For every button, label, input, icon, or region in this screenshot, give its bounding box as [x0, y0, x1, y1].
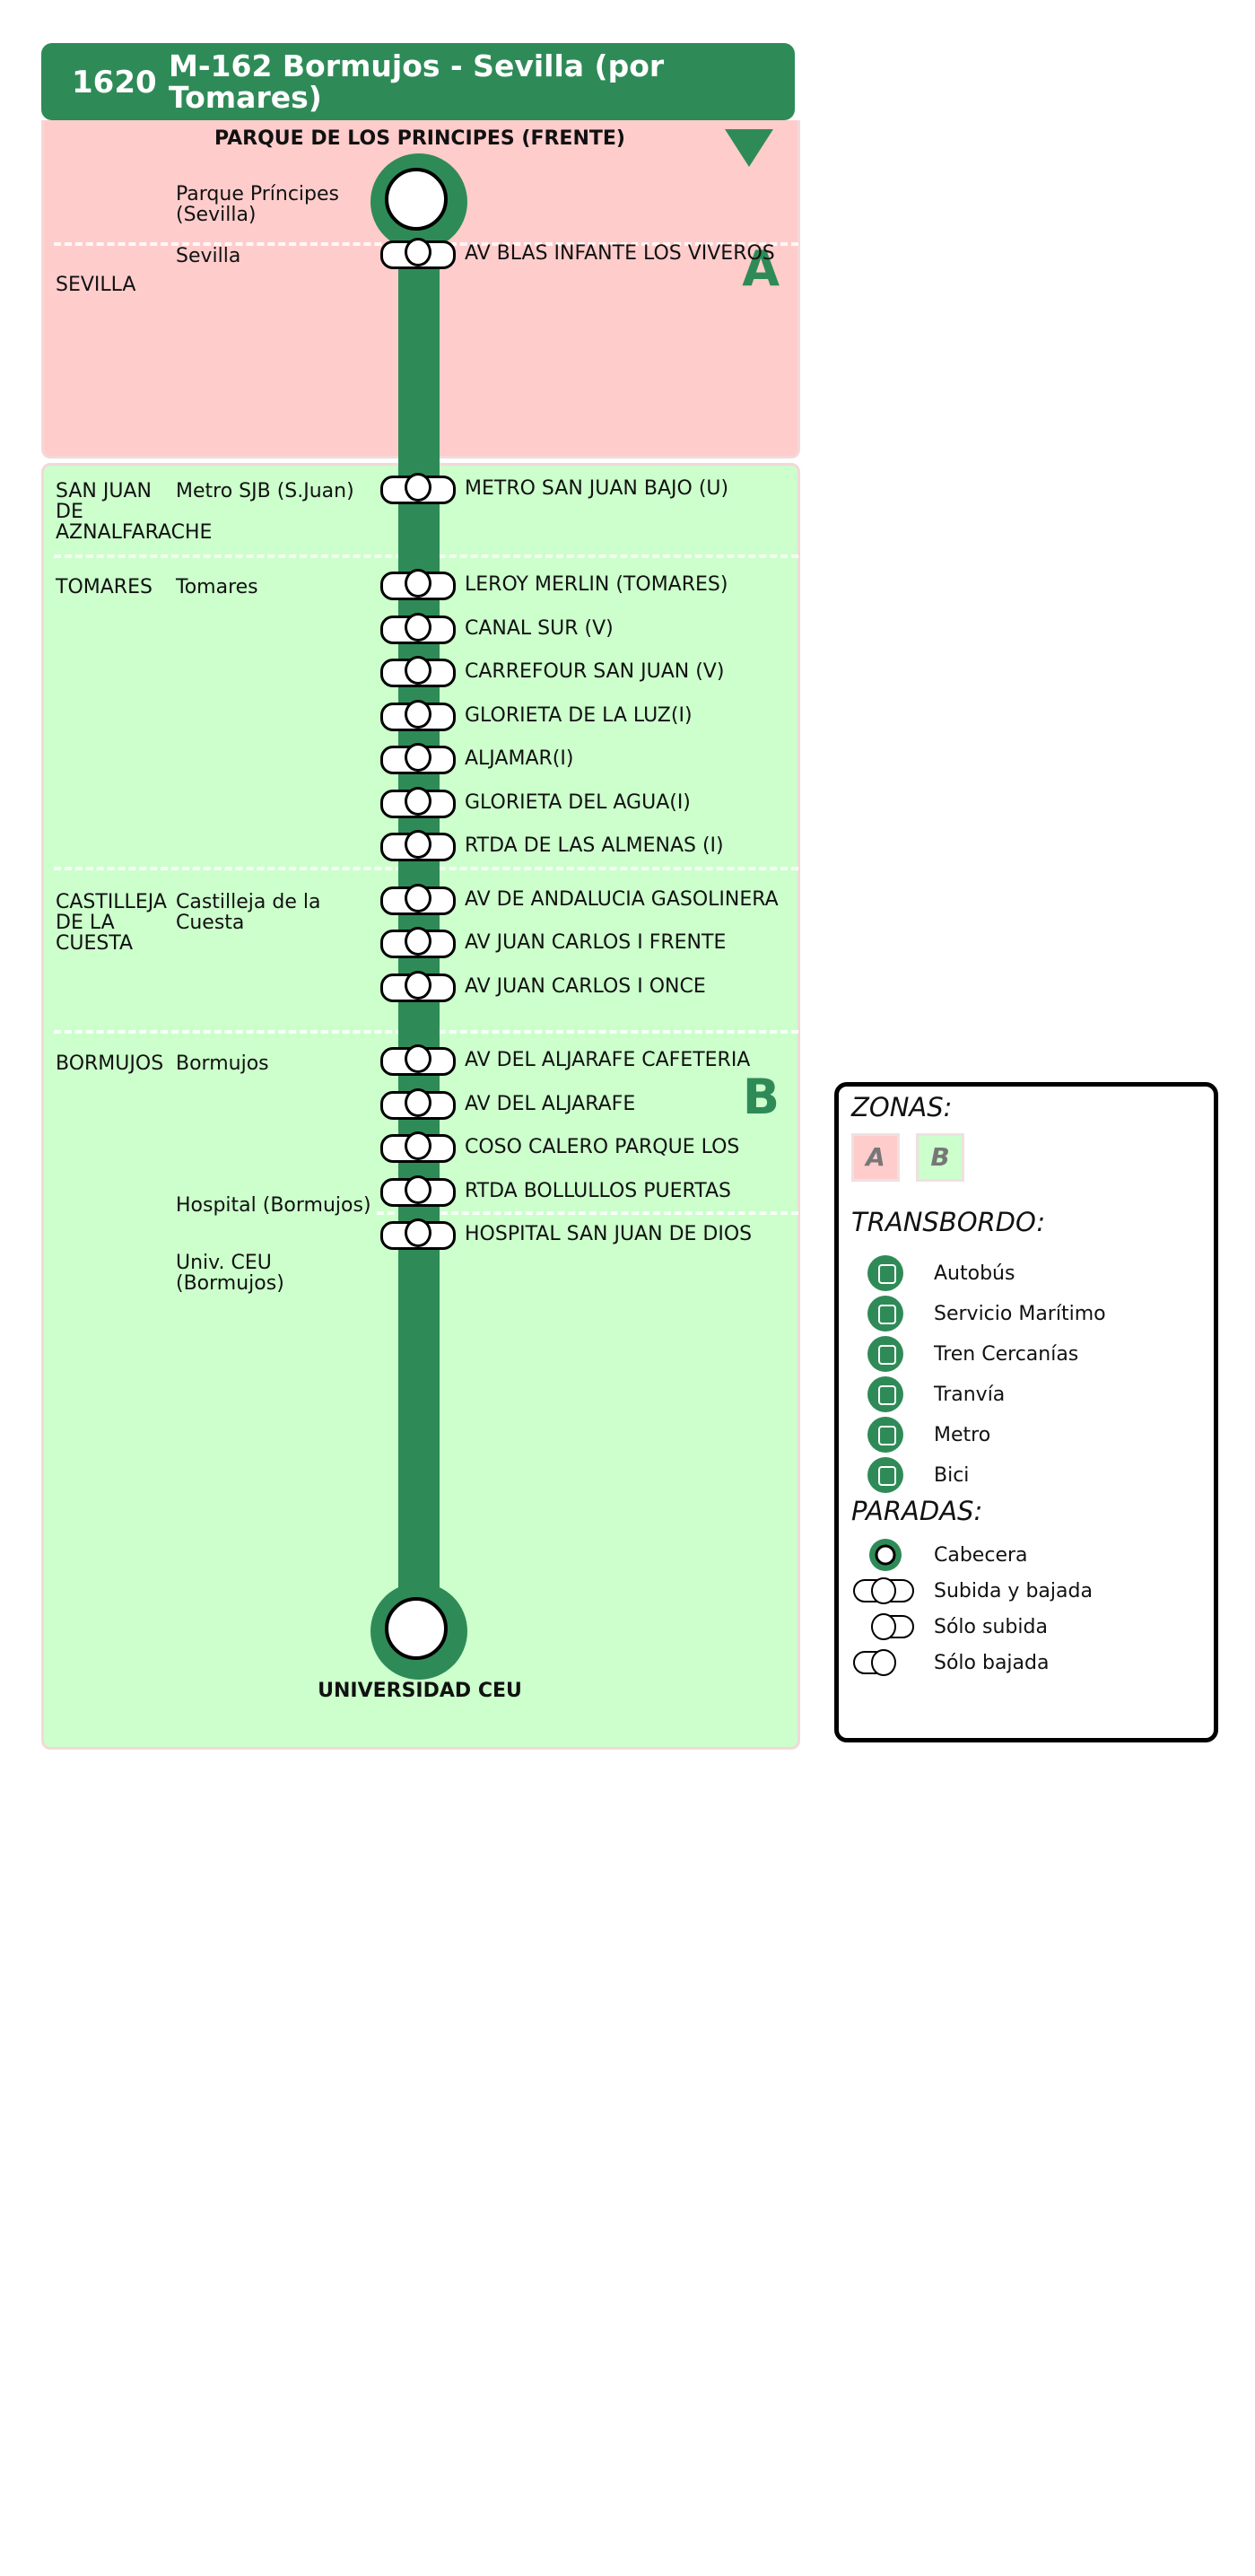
destination-terminal-icon — [370, 1583, 467, 1680]
locality-label: Castilleja de la Cuesta — [176, 891, 321, 934]
stop-name: AV JUAN CARLOS I ONCE — [465, 975, 706, 998]
stop-marker-icon — [380, 927, 456, 958]
stop-marker-icon — [380, 1131, 456, 1163]
locality-label: Univ. CEU (Bormujos) — [176, 1252, 284, 1295]
legend-item: Metro — [934, 1424, 991, 1446]
stop-marker-icon — [380, 1175, 456, 1207]
legend-item: Sólo subida — [934, 1616, 1048, 1638]
legend-item: Tren Cercanías — [934, 1343, 1079, 1366]
tram-icon — [867, 1376, 903, 1412]
legend-item: Subida y bajada — [934, 1580, 1093, 1602]
train-icon — [867, 1336, 903, 1372]
locality-label: Tomares — [176, 576, 258, 598]
stop-marker-icon — [380, 1218, 456, 1250]
direction-arrow-icon — [725, 129, 773, 167]
both-ways-stop-icon — [853, 1577, 914, 1604]
stop-name: AV DEL ALJARAFE CAFETERIA — [465, 1049, 751, 1071]
stop-marker-icon — [380, 700, 456, 731]
legend-zone-b: B — [916, 1133, 964, 1182]
legend-item: Tranvía — [934, 1384, 1006, 1406]
zone-a-letter: A — [742, 240, 780, 297]
locality-label: Metro SJB (S.Juan) — [176, 480, 354, 502]
stop-name: AV DE ANDALUCIA GASOLINERA — [465, 888, 779, 911]
municipality-label: SAN JUAN DE AZNALFARACHE — [56, 480, 213, 544]
stop-name: COSO CALERO PARQUE LOS — [465, 1136, 740, 1158]
legend-panel: ZONAS: A B TRANSBORDO: Autobús Servicio … — [834, 1082, 1218, 1742]
stop-marker-icon — [380, 787, 456, 818]
legend-zone-a: A — [851, 1133, 900, 1182]
stop-marker-icon — [380, 238, 456, 269]
municipality-label: CASTILLEJA DE LA CUESTA — [56, 891, 167, 955]
stop-name: ALJAMAR(I) — [465, 747, 574, 770]
route-code: 1620 — [72, 65, 157, 100]
stop-name: AV JUAN CARLOS I FRENTE — [465, 931, 727, 954]
destination-label: UNIVERSIDAD CEU — [318, 1680, 522, 1702]
legend-item: Servicio Marítimo — [934, 1303, 1106, 1325]
terminal-stop-icon — [869, 1539, 902, 1571]
ferry-icon — [867, 1296, 903, 1332]
stop-name: RTDA DE LAS ALMENAS (I) — [465, 834, 724, 857]
legend-item: Sólo bajada — [934, 1652, 1050, 1674]
locality-label: Parque Príncipes (Sevilla) — [176, 183, 340, 226]
legend-transbordo-title: TRANSBORDO: — [851, 1207, 1046, 1237]
stop-name: AV DEL ALJARAFE — [465, 1093, 636, 1115]
locality-label: Hospital (Bormujos) — [176, 1194, 371, 1217]
legend-paradas-title: PARADAS: — [851, 1496, 983, 1526]
legend-item: Cabecera — [934, 1544, 1028, 1567]
stop-name: CARREFOUR SAN JUAN (V) — [465, 660, 725, 683]
alighting-only-stop-icon — [853, 1649, 896, 1676]
stop-name: LEROY MERLIN (TOMARES) — [465, 573, 728, 596]
route-header: 1620 M-162 Bormujos - Sevilla (por Tomar… — [41, 43, 795, 120]
stop-marker-icon — [380, 971, 456, 1002]
stop-marker-icon — [380, 830, 456, 861]
stop-name: CANAL SUR (V) — [465, 617, 614, 640]
stop-marker-icon — [380, 1088, 456, 1120]
stop-marker-icon — [380, 743, 456, 774]
metro-icon — [867, 1417, 903, 1453]
stop-name: AV BLAS INFANTE LOS VIVEROS — [465, 242, 775, 265]
boarding-only-stop-icon — [871, 1613, 914, 1640]
municipality-label: BORMUJOS — [56, 1052, 164, 1075]
stop-marker-icon — [380, 613, 456, 644]
legend-zonas-title: ZONAS: — [851, 1092, 953, 1122]
stop-marker-icon — [380, 1044, 456, 1076]
stop-name: RTDA BOLLULLOS PUERTAS — [465, 1180, 731, 1202]
route-title: M-162 Bormujos - Sevilla (por Tomares) — [169, 48, 665, 115]
stop-marker-icon — [380, 569, 456, 600]
stop-name: HOSPITAL SAN JUAN DE DIOS — [465, 1223, 753, 1245]
bike-icon — [867, 1457, 903, 1493]
municipality-label: TOMARES — [56, 576, 153, 598]
stop-name: METRO SAN JUAN BAJO (U) — [465, 477, 729, 500]
zone-b-letter: B — [742, 1069, 780, 1125]
stop-name: GLORIETA DEL AGUA(I) — [465, 791, 691, 814]
bus-icon — [867, 1255, 903, 1291]
legend-item: Bici — [934, 1464, 970, 1487]
stop-name: GLORIETA DE LA LUZ(I) — [465, 704, 693, 727]
origin-label: PARQUE DE LOS PRINCIPES (FRENTE) — [214, 127, 625, 150]
stop-marker-icon — [380, 656, 456, 687]
boundary-divider — [377, 1211, 798, 1215]
municipality-label: SEVILLA — [56, 274, 136, 296]
locality-label: Sevilla — [176, 245, 241, 267]
stop-marker-icon — [380, 473, 456, 504]
origin-terminal-icon — [370, 153, 467, 250]
locality-label: Bormujos — [176, 1052, 269, 1075]
stop-marker-icon — [380, 884, 456, 915]
legend-item: Autobús — [934, 1262, 1015, 1285]
